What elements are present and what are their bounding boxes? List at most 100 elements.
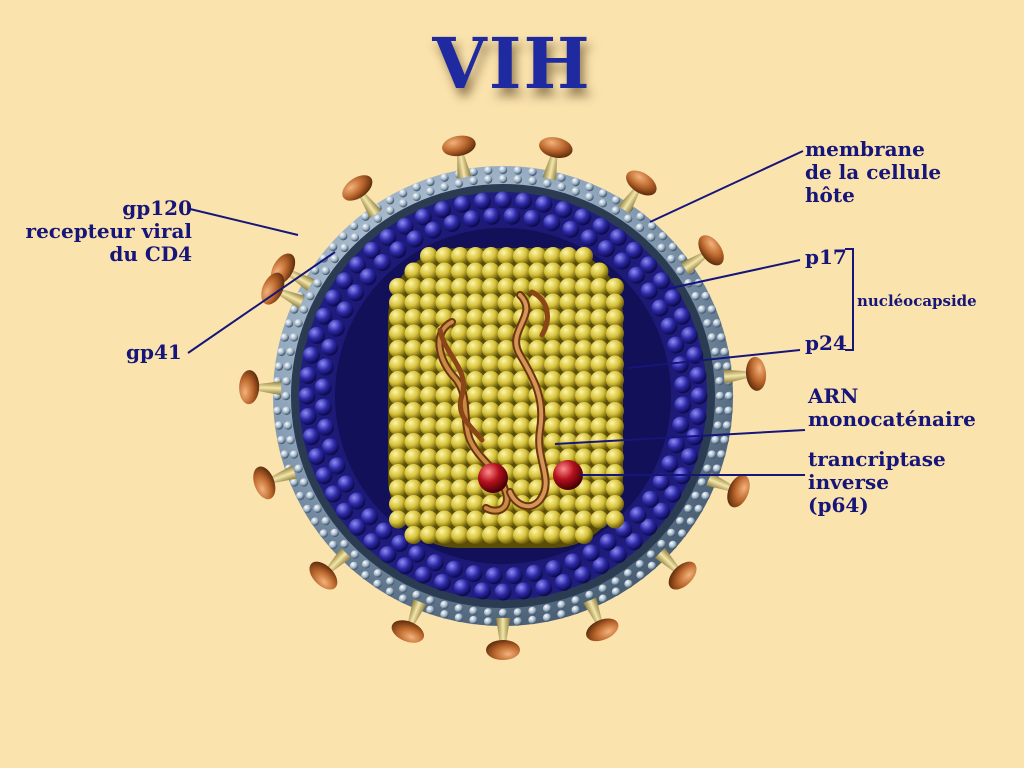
matrix-bead xyxy=(592,557,610,575)
capsid-bead xyxy=(435,433,454,451)
capsid-bead xyxy=(451,495,469,513)
capsid-bead xyxy=(466,371,485,389)
matrix-bead xyxy=(336,301,354,319)
matrix-bead xyxy=(335,502,353,520)
matrix-bead xyxy=(653,272,671,290)
membrane-bead xyxy=(313,279,322,288)
capsid-bead xyxy=(497,340,516,358)
capsid-bead xyxy=(389,278,407,296)
capsid-bead xyxy=(389,479,407,498)
membrane-bead xyxy=(398,584,408,593)
capsid-bead xyxy=(389,355,407,374)
matrix-bead xyxy=(391,534,409,552)
capsid-bead xyxy=(451,340,469,358)
capsid-bead xyxy=(575,340,593,358)
matrix-bead xyxy=(653,502,671,520)
capsid-bead xyxy=(513,526,531,544)
capsid-bead xyxy=(451,278,469,296)
membrane-bead xyxy=(349,561,359,571)
membrane-bead xyxy=(715,376,724,386)
capsid-bead xyxy=(590,417,609,436)
membrane-bead xyxy=(611,577,620,586)
capsid-bead xyxy=(435,464,454,482)
capsid-bead xyxy=(544,402,562,420)
capsid-bead xyxy=(559,495,578,513)
capsid-bead xyxy=(451,479,469,498)
membrane-bead xyxy=(386,577,395,586)
rna-ribbons xyxy=(435,289,550,515)
capsid-bead xyxy=(513,479,531,498)
glycoprotein-spike xyxy=(680,235,724,275)
membrane-bead xyxy=(290,305,299,314)
capsid-bead xyxy=(389,433,407,451)
capsid-bead xyxy=(482,526,500,544)
membrane-bead xyxy=(426,187,435,196)
matrix-bead xyxy=(661,455,679,473)
capsid-bead xyxy=(590,355,609,374)
membrane-bead xyxy=(281,391,291,401)
capsid-bead xyxy=(590,386,609,405)
membrane-bead xyxy=(361,571,370,580)
glycoprotein-spike xyxy=(486,618,520,660)
capsid-bead xyxy=(559,433,578,451)
membrane-bead xyxy=(440,610,449,619)
label-reverse-transcriptase: trancriptase inverse (p64) xyxy=(808,447,946,517)
capsid-bead xyxy=(606,448,624,467)
membrane-bead xyxy=(306,491,315,501)
membrane-bead xyxy=(289,450,299,459)
membrane-bead xyxy=(398,189,408,198)
matrix-bead xyxy=(373,254,391,272)
membrane-bead xyxy=(557,600,566,610)
membrane-bead xyxy=(306,291,315,301)
capsid-bead xyxy=(435,479,454,498)
membrane-bead xyxy=(668,540,678,550)
capsid-bead xyxy=(590,262,609,281)
label-membrane: membrane de la cellule hôte xyxy=(805,137,942,207)
capsid-bead xyxy=(559,340,578,358)
label-nucleocapside: nucléocapside xyxy=(857,292,977,310)
reverse-transcriptase-1 xyxy=(478,463,508,493)
capsid-bead xyxy=(606,417,624,436)
membrane-bead xyxy=(310,517,320,526)
membrane-bead xyxy=(513,617,522,626)
matrix-bead xyxy=(651,299,669,317)
matrix-bead xyxy=(324,289,342,307)
capsid-bead xyxy=(389,464,407,482)
membrane-bead xyxy=(711,347,720,357)
matrix-bead xyxy=(505,567,523,585)
membrane-bead xyxy=(585,192,594,202)
capsid-bead xyxy=(420,510,438,529)
capsid-bead xyxy=(606,324,624,343)
membrane-bead xyxy=(426,605,435,615)
capsid-bead xyxy=(559,510,578,529)
matrix-bead xyxy=(453,579,471,597)
capsid-bead xyxy=(544,433,562,451)
capsid-bead xyxy=(451,262,469,281)
capsid-bead xyxy=(404,479,423,498)
glycoprotein-spike xyxy=(239,370,282,405)
membrane-bead xyxy=(611,196,621,205)
matrix-bead xyxy=(465,565,483,583)
capsid-bead xyxy=(420,464,438,482)
matrix-bead xyxy=(298,387,316,405)
membrane-bead xyxy=(349,221,359,231)
matrix-bead xyxy=(674,376,692,394)
capsid-bead xyxy=(451,247,469,265)
membrane-bead xyxy=(542,604,552,613)
matrix-bead xyxy=(389,241,407,259)
membrane-bead xyxy=(701,291,710,301)
membrane-bead xyxy=(571,596,580,605)
capsid-bead xyxy=(575,355,593,374)
matrix-bead xyxy=(597,240,615,258)
matrix-bead xyxy=(308,326,326,344)
glycoprotein-spike xyxy=(723,356,767,391)
capsid-bead xyxy=(482,278,500,296)
capsid-bead xyxy=(389,340,407,358)
membrane-bead xyxy=(667,254,676,264)
membrane-bead xyxy=(724,391,734,401)
membrane-beads xyxy=(272,165,734,627)
capsid-bead xyxy=(606,340,624,358)
capsid-bead xyxy=(420,262,438,281)
membrane-bead xyxy=(289,333,299,342)
membrane-bead xyxy=(717,450,726,459)
